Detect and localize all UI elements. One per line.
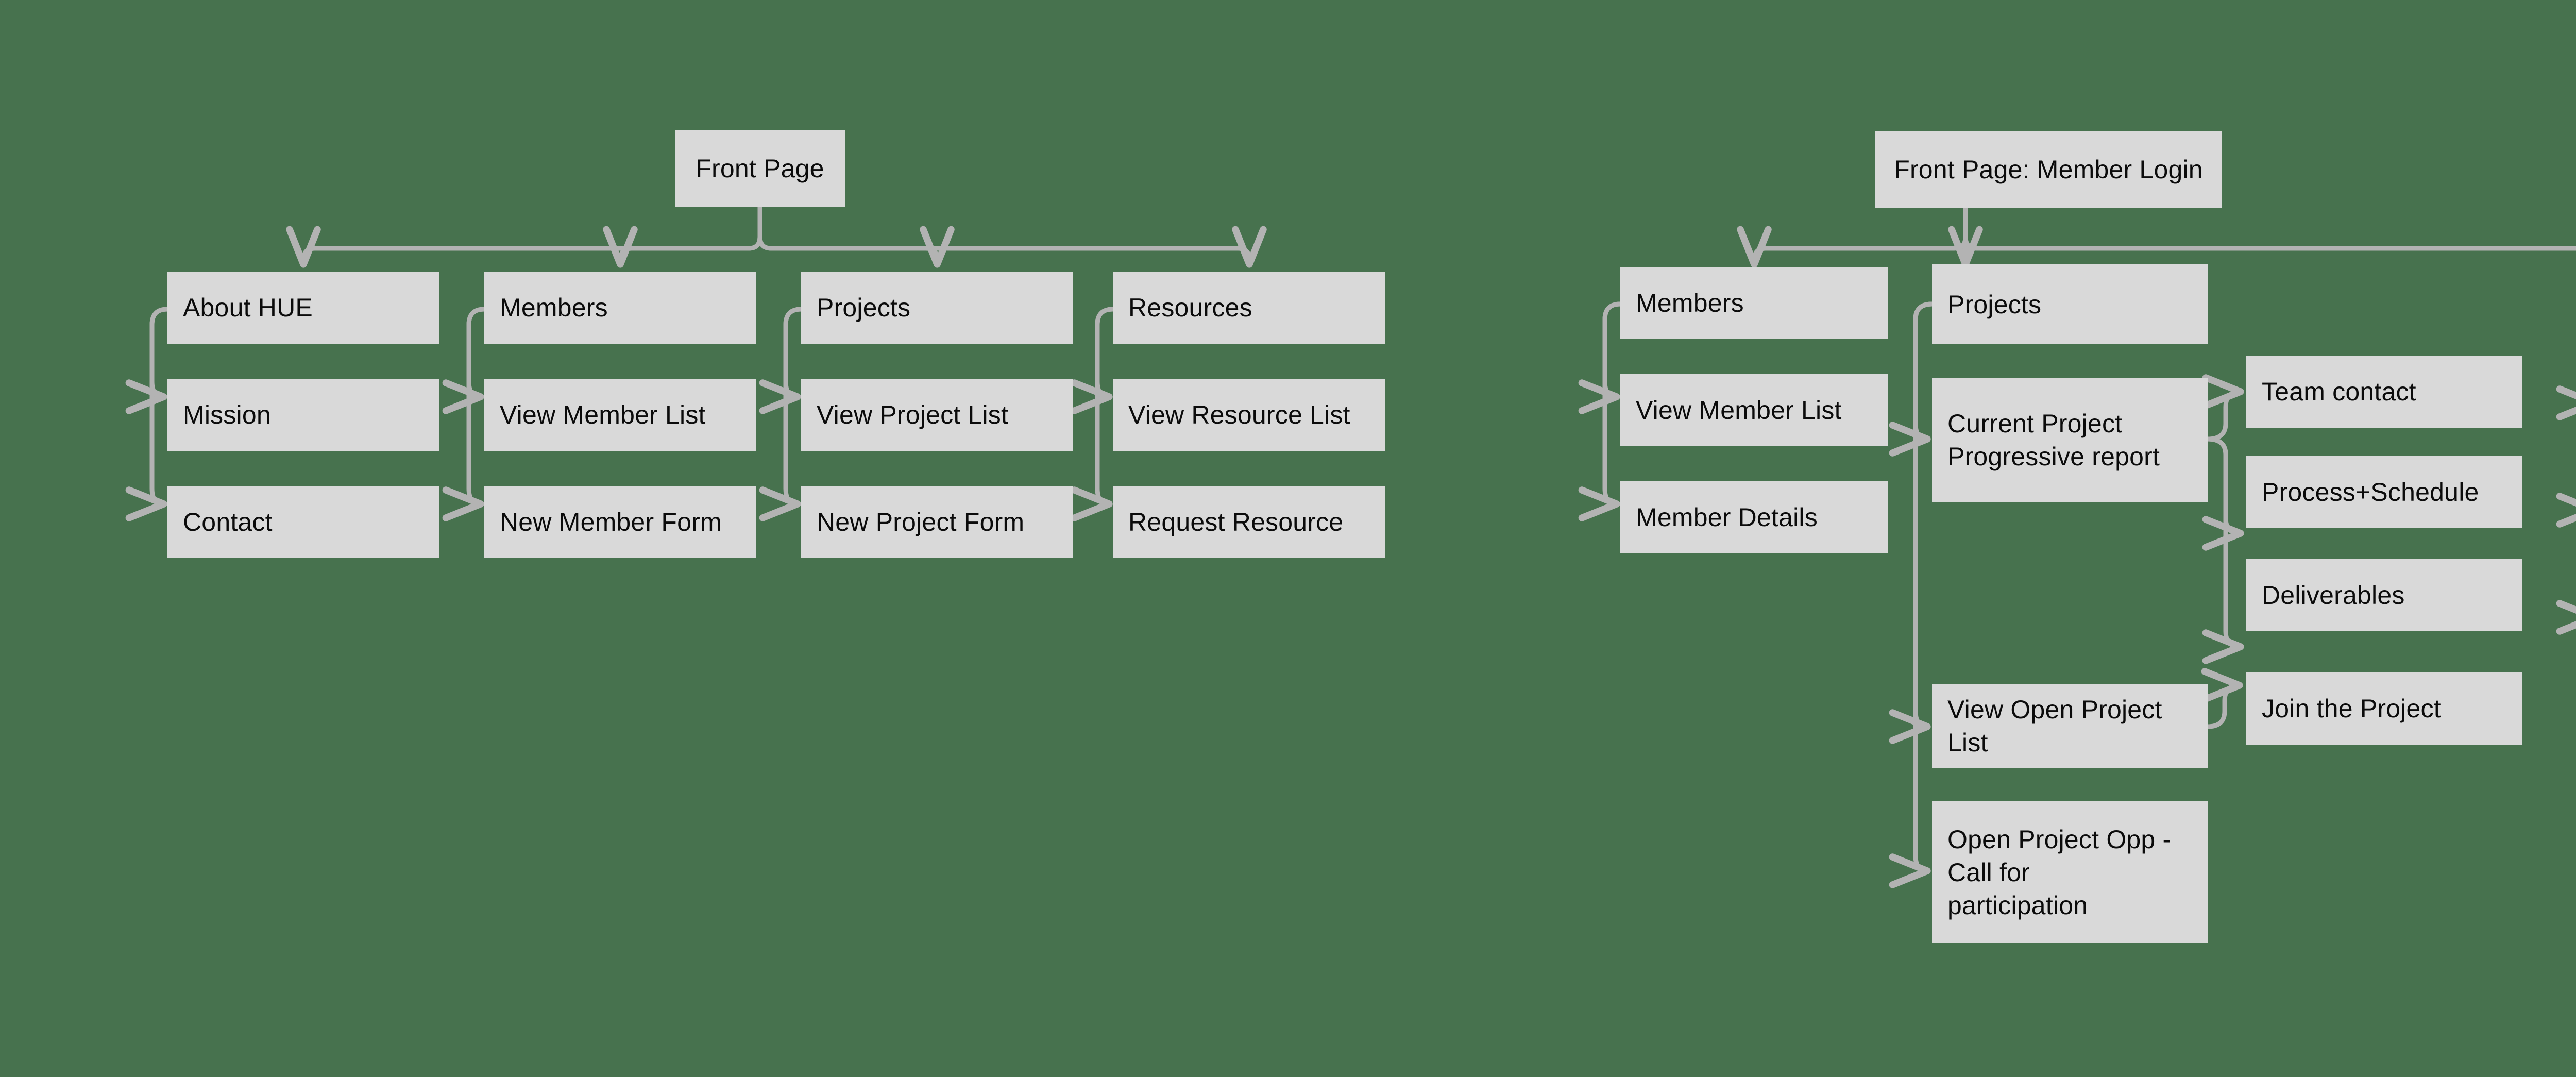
node-member-details[interactable]: Member Details (1620, 481, 1888, 553)
node-view-open-project-list[interactable]: View Open Project List (1932, 684, 2208, 768)
node-deliverables[interactable]: Deliverables (2246, 559, 2522, 631)
node-projects[interactable]: Projects (801, 272, 1073, 344)
node-front-page[interactable]: Front Page (675, 130, 845, 207)
node-login-members[interactable]: Members (1620, 267, 1888, 339)
node-join-the-project[interactable]: Join the Project (2246, 672, 2522, 745)
node-request-resource[interactable]: Request Resource (1113, 486, 1385, 558)
node-open-project-opp-call-for-participation[interactable]: Open Project Opp - Call for participatio… (1932, 801, 2208, 943)
node-login-projects[interactable]: Projects (1932, 264, 2208, 344)
node-resources[interactable]: Resources (1113, 272, 1385, 344)
node-contact[interactable]: Contact (167, 486, 439, 558)
node-view-member-list[interactable]: View Member List (484, 379, 756, 451)
node-mission[interactable]: Mission (167, 379, 439, 451)
node-about-hue[interactable]: About HUE (167, 272, 439, 344)
node-members[interactable]: Members (484, 272, 756, 344)
node-current-project-progressive-report[interactable]: Current Project Progressive report (1932, 378, 2208, 502)
node-new-project-form[interactable]: New Project Form (801, 486, 1073, 558)
node-view-project-list[interactable]: View Project List (801, 379, 1073, 451)
node-team-contact[interactable]: Team contact (2246, 356, 2522, 428)
node-view-resource-list[interactable]: View Resource List (1113, 379, 1385, 451)
node-process-schedule[interactable]: Process+Schedule (2246, 456, 2522, 528)
node-front-page-member-login[interactable]: Front Page: Member Login (1875, 131, 2222, 208)
node-new-member-form[interactable]: New Member Form (484, 486, 756, 558)
node-login-view-member-list[interactable]: View Member List (1620, 374, 1888, 446)
